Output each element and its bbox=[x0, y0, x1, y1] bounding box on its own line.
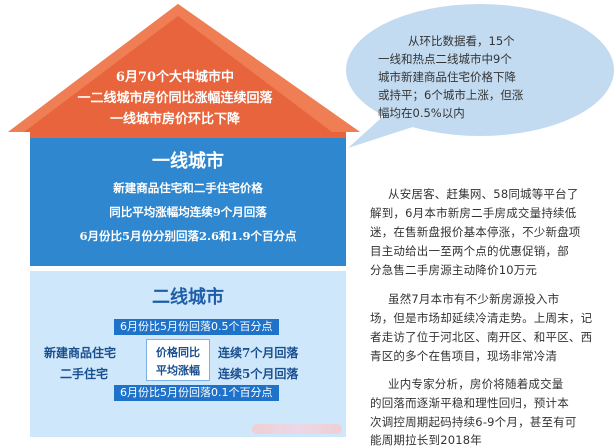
article-p1-line-1: 从安居客、赶集网、58同城等平台了 bbox=[388, 187, 579, 201]
speech-bubble bbox=[346, 4, 614, 148]
article-p2-line-1: 虽然7月本市有不少新房源投入市 bbox=[388, 292, 560, 306]
watermark-blur bbox=[252, 424, 342, 434]
house-roof bbox=[8, 4, 360, 138]
article-p3-line-1: 业内专家分析，房价将随着成交量 bbox=[388, 377, 564, 391]
roof-line-3: 一线城市房价环比下降 bbox=[109, 112, 240, 127]
article-p2-line-2: 场，但是市场却延续冷清走势。上周末，记 bbox=[370, 311, 593, 325]
tier2-right-top: 连续7个月回落 bbox=[218, 346, 299, 360]
article-p3-line-4: 能周期拉长到2018年 bbox=[370, 433, 482, 447]
tier1-panel: 一线城市 新建商品住宅和二手住宅价格 同比平均涨幅均连续9个月回落 6月份比5月… bbox=[30, 138, 346, 266]
tier2-panel: 二线城市 6月份比5月份回落0.5个百分点 新建商品住宅 二手住宅 价格同比 平… bbox=[30, 271, 346, 437]
tier2-center-box: 价格同比 平均涨幅 bbox=[146, 339, 210, 381]
tier2-label-new-home: 新建商品住宅 bbox=[44, 346, 117, 360]
tier1-line-3: 6月份比5月份分别回落2.6和1.9个百分点 bbox=[79, 229, 297, 243]
bubble-line-5: 幅均在0.5%以内 bbox=[378, 106, 465, 120]
roof-line-2: 一二线城市房价同比涨幅连续回落 bbox=[77, 91, 273, 106]
article-p1-line-3: 迷，在售新盘报价基本停涨，不少新盘项 bbox=[370, 225, 581, 239]
bubble-line-1: 从环比数据看，15个 bbox=[408, 34, 515, 48]
tier1-line-2: 同比平均涨幅均连续9个月回落 bbox=[109, 205, 267, 219]
tier2-center-line-1: 价格同比 bbox=[156, 346, 200, 359]
article-p2-line-3: 者走访了位于河北区、南开区、和平区、西 bbox=[370, 330, 593, 344]
bubble-line-2: 一线和热点二线城市中9个 bbox=[378, 52, 512, 66]
tier1-title: 一线城市 bbox=[152, 151, 224, 172]
tier2-center-line-2: 平均涨幅 bbox=[156, 364, 200, 377]
tier2-pill-bottom: 6月份比5月份回落0.1个百分点 bbox=[114, 385, 279, 401]
article-p3-line-3: 次调控周期起码持续6-9个月，甚至有可 bbox=[370, 415, 577, 429]
article-p3-line-2: 的回落而逐渐平稳和理性回归，预计本 bbox=[370, 396, 569, 410]
bubble-line-3: 城市新建商品住宅价格下降 bbox=[378, 70, 516, 84]
bubble-line-4: 或持平；6个城市上涨，但涨 bbox=[378, 88, 524, 102]
tier2-pill-top: 6月份比5月份回落0.5个百分点 bbox=[114, 319, 279, 335]
article-p1-line-2: 解到，6月本市新房二手房成交量持续低 bbox=[370, 206, 577, 220]
tier2-label-second-hand: 二手住宅 bbox=[60, 367, 109, 381]
article-p1-line-4: 目主动给出一至两个点的优惠促销，部 bbox=[370, 244, 569, 258]
article-p2-line-4: 青区的多个在售项目，现场非常冷清 bbox=[370, 349, 558, 363]
article-p1-line-5: 分急售二手房源主动降价10万元 bbox=[370, 263, 538, 277]
tier2-right-bottom: 连续5个月回落 bbox=[218, 367, 299, 381]
tier2-title: 二线城市 bbox=[152, 287, 224, 308]
tier1-line-1: 新建商品住宅和二手住宅价格 bbox=[113, 181, 263, 195]
roof-line-1: 6月70个大中城市中 bbox=[115, 70, 235, 85]
